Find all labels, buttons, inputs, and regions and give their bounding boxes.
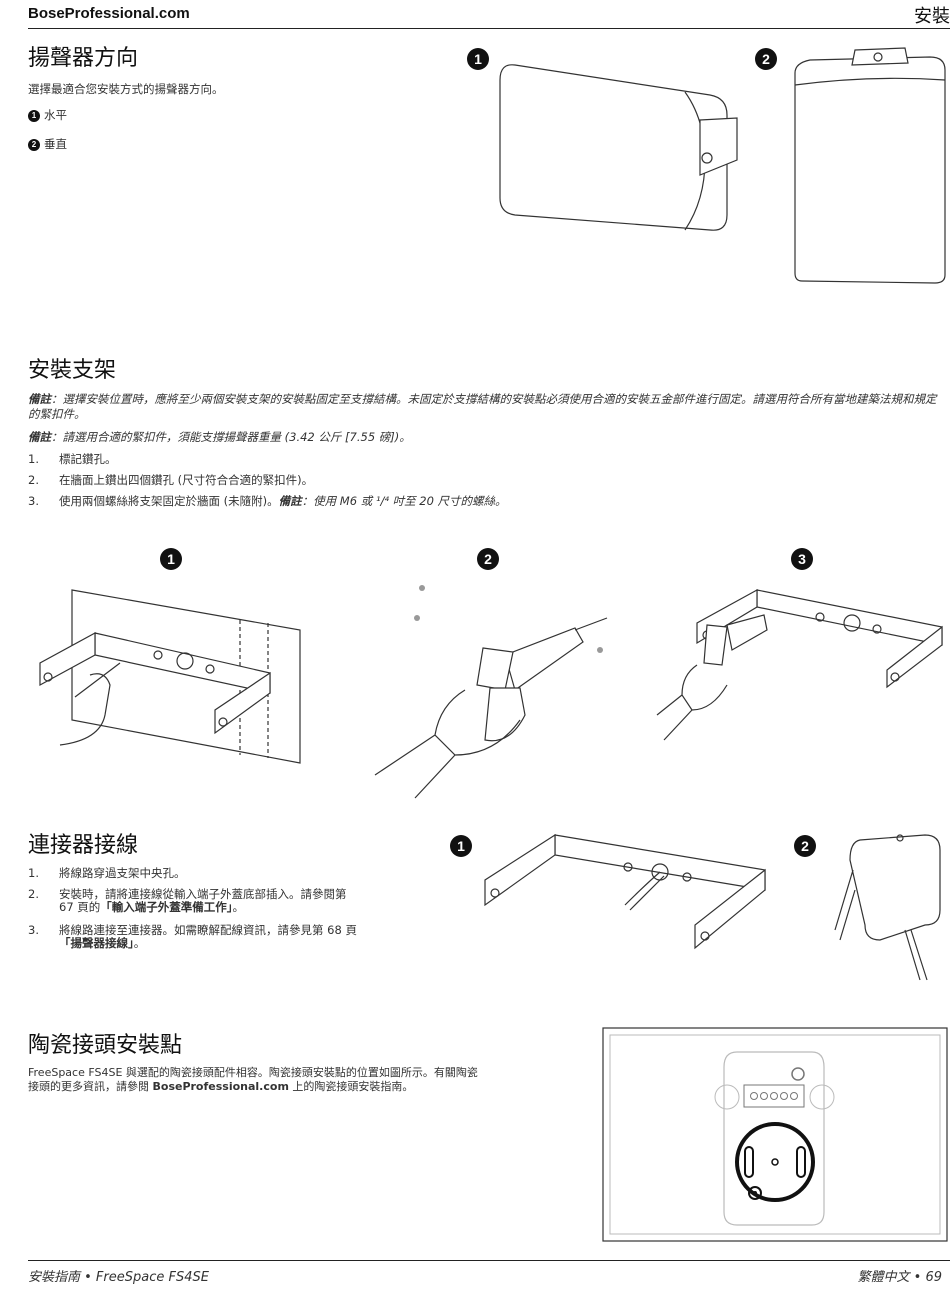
note-text: ：選擇安裝位置時，應將至少兩個安裝支架的安裝點固定至支撐結構。未固定於支撐結構的… [28,392,937,421]
step-text: 使用兩個螺絲將支架固定於牆面 (未隨附)。 [59,494,279,508]
bracket-step: 1. 標記鑽孔。 [28,453,928,467]
step-text: 在牆面上鑽出四個鑽孔 (尺寸符合合適的緊扣件)。 [59,473,314,487]
mark-holes-illustration [39,589,301,764]
wiring-step: 3. 將線路連接至連接器。如需瞭解配線資訊，請參見第 68 頁「揚聲器接線」。 [28,924,428,952]
figure-number: 1 [467,48,489,70]
figure-number: 2 [477,548,499,570]
bracket-step: 3. 使用兩個螺絲將支架固定於牆面 (未隨附)。備註：使用 M6 或 ¹/⁴ 吋… [28,495,928,509]
section-title: 安裝 [914,6,950,27]
note-label: 備註 [278,494,302,508]
step-text: 。 [133,936,146,950]
ceramic-paragraph: FreeSpace FS4SE 與選配的陶瓷接頭配件相容。陶瓷接頭安裝點的位置如… [28,1066,588,1094]
note-text: ：請選用合適的緊扣件，須能支撐揚聲器重量 (3.42 公斤 [7.55 磅])。 [51,430,411,444]
step-number: 1. [28,866,39,880]
step-number: 1. [28,452,39,466]
item-number: 1 [28,109,40,122]
connector-cover-illustration [834,834,941,981]
step-text: 67 頁的 [59,900,101,914]
bracket-note-2: 備註：請選用合適的緊扣件，須能支撐揚聲器重量 (3.42 公斤 [7.55 磅]… [28,430,411,445]
step-number: 2. [28,887,39,901]
website-link[interactable]: BoseProfessional.com [152,1080,289,1093]
step-text: 將線路穿過支架中央孔。 [59,866,186,880]
paragraph-text: FreeSpace FS4SE 與選配的陶瓷接頭配件相容。陶瓷接頭安裝點的位置如… [28,1066,478,1079]
figure-number: 1 [160,548,182,570]
speaker-horizontal-illustration [499,64,738,231]
paragraph-text: 上的陶瓷接頭安裝指南。 [288,1080,414,1093]
cable-through-bracket-illustration [484,833,766,950]
footer-guide-title: 安裝指南 • FreeSpace FS4SE [28,1270,209,1285]
step-text: 將線路連接至連接器。如需瞭解配線資訊，請參見第 68 頁 [59,923,357,937]
step-number: 3. [28,923,39,937]
paragraph-text: 接頭的更多資訊，請參閱 [28,1080,153,1093]
speaker-vertical-illustration [794,47,946,284]
note-label: 備註 [28,430,51,444]
drill-illustration [374,585,608,799]
orientation-intro: 選擇最適合您安裝方式的揚聲器方向。 [28,82,224,96]
note-label: 備註 [28,392,51,406]
cross-reference-link[interactable]: 「輸入端子外蓋準備工作」 [100,900,233,914]
step-text-wrap: 使用兩個螺絲將支架固定於牆面 (未隨附)。備註：使用 M6 或 ¹/⁴ 吋至 2… [59,495,507,508]
step-text: 標記鑽孔。 [59,452,117,466]
page-footer: 安裝指南 • FreeSpace FS4SE 繁體中文 • 69 [28,1260,950,1285]
footer-page-number: 繁體中文 • 69 [857,1270,942,1285]
bracket-heading: 安裝支架 [28,358,117,383]
page-header: BoseProfessional.com 安裝 [28,0,950,29]
bracket-step: 2. 在牆面上鑽出四個鑽孔 (尺寸符合合適的緊扣件)。 [28,474,928,488]
step-text: 安裝時，請將連接線從輸入端子外蓋底部插入。請參閱第 [59,887,347,901]
figure-number: 3 [791,548,813,570]
item-label: 水平 [44,108,67,122]
figure-number: 2 [755,48,777,70]
attach-bracket-illustration [656,588,943,741]
item-number: 2 [28,138,40,151]
step-text-wrap: 將線路連接至連接器。如需瞭解配線資訊，請參見第 68 頁「揚聲器接線」。 [59,924,357,950]
bracket-note-1: 備註：選擇安裝位置時，應將至少兩個安裝支架的安裝點固定至支撐結構。未固定於支撐結… [28,392,940,422]
site-name: BoseProfessional.com [28,5,190,22]
item-label: 垂直 [44,137,67,151]
note-text: ：使用 M6 或 ¹/⁴ 吋至 20 尺寸的螺絲。 [301,494,507,508]
ceramic-heading: 陶瓷接頭安裝點 [28,1033,183,1058]
orientation-heading: 揚聲器方向 [28,46,139,71]
step-number: 2. [28,473,39,487]
figure-number: 2 [794,835,816,857]
step-number: 3. [28,494,39,508]
step-text: 。 [232,900,245,914]
orientation-item-horizontal: 1 水平 [28,108,67,123]
wiring-step: 1. 將線路穿過支架中央孔。 [28,867,428,881]
figure-number: 1 [450,835,472,857]
ceramic-mount-illustration [602,1027,948,1242]
wiring-heading: 連接器接線 [28,833,139,858]
orientation-item-vertical: 2 垂直 [28,137,67,152]
cross-reference-link[interactable]: 「揚聲器接線」 [59,936,134,950]
